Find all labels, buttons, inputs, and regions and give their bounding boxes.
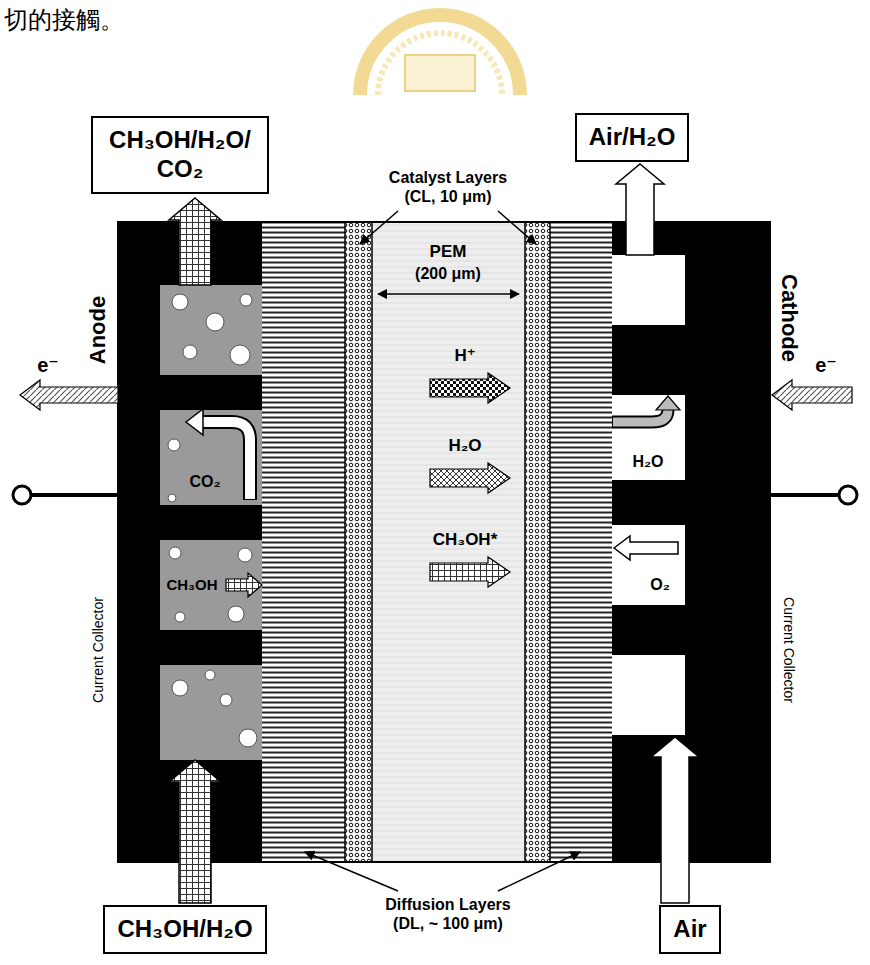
- watermark-plate: [405, 55, 475, 91]
- leader-line: [305, 852, 398, 891]
- part-label: Anode: [85, 296, 111, 364]
- box-text: Air: [673, 915, 706, 944]
- flow-box: Air/H₂O: [575, 113, 690, 162]
- watermark-arc: [378, 33, 502, 95]
- layer-border: [549, 222, 551, 862]
- cathode-catalyst-layer: [525, 222, 550, 862]
- part-label: 切的接觸。: [4, 6, 124, 34]
- flow-box: Air: [659, 905, 720, 954]
- layer-border: [371, 222, 373, 862]
- flow-box: CH₃OH/H₂O: [103, 905, 266, 954]
- part-label: Cathode: [776, 274, 802, 362]
- flow-channel: [612, 395, 685, 480]
- part-label: PEM: [430, 242, 467, 262]
- flow-channel: [160, 665, 262, 760]
- anode-inlet-arrow: [169, 760, 221, 903]
- part-label: e⁻: [815, 354, 837, 378]
- bubble: [169, 547, 181, 559]
- part-label: CH₃OH*: [433, 530, 498, 550]
- terminal: [13, 486, 31, 504]
- part-label: CH₃OH: [166, 576, 217, 594]
- part-label: H₂O: [448, 436, 481, 456]
- wire: [770, 493, 839, 497]
- crossover-arrow: [430, 557, 510, 587]
- methanol-arrow: [226, 573, 262, 597]
- bubble: [206, 313, 224, 331]
- flow-channel: [612, 525, 685, 605]
- box-text: CH₃OH/H₂O: [117, 915, 252, 944]
- bubble: [230, 345, 250, 365]
- flow-channel: [612, 655, 685, 735]
- bubble: [240, 294, 252, 306]
- cathode-channels: [612, 255, 685, 735]
- terminal: [839, 486, 857, 504]
- electron-arrow: [772, 380, 852, 410]
- bubble: [220, 694, 232, 706]
- bubble: [238, 548, 252, 562]
- bubble: [172, 294, 188, 310]
- electron-arrow: [20, 380, 118, 410]
- flow-channel: [160, 410, 262, 505]
- cathode-diffusion-layer: [550, 222, 612, 862]
- part-label: Current Collector: [90, 597, 107, 703]
- anode-outlet-arrow: [169, 198, 221, 285]
- flow-channel: [160, 540, 262, 630]
- flow-channel: [612, 255, 685, 325]
- anode-catalyst-layer: [345, 222, 372, 862]
- watermark-arc: [360, 15, 520, 95]
- part-label: H₂O: [632, 453, 663, 472]
- part-label: CO₂: [189, 473, 220, 492]
- box-text: CH₃OH/H₂O/ CO₂: [105, 126, 255, 184]
- bubble: [239, 729, 257, 747]
- leader-line: [498, 852, 580, 891]
- cathode-current-collector: [612, 222, 770, 862]
- part-label: H⁺: [454, 346, 475, 366]
- leader-line: [498, 211, 536, 244]
- water-arrow-head: [656, 396, 680, 410]
- membrane: [372, 222, 525, 862]
- part-label: O₂: [650, 576, 670, 595]
- bubble: [168, 494, 176, 502]
- flow-channel: [160, 285, 262, 375]
- bubble: [228, 606, 244, 622]
- leader-line: [360, 211, 398, 244]
- layer-border: [524, 222, 526, 862]
- bubble: [168, 439, 180, 451]
- anode-diffusion-layer: [262, 222, 345, 862]
- part-label: e⁻: [37, 354, 59, 378]
- co2-arrow-head: [186, 409, 203, 435]
- cathode-inlet-arrow: [651, 737, 699, 903]
- cathode-outlet-arrow: [616, 164, 664, 255]
- part-label: Catalyst Layers (CL, 10 μm): [373, 169, 523, 207]
- flow-box: CH₃OH/H₂O/ CO₂: [91, 116, 269, 194]
- bubble: [183, 345, 197, 359]
- bubble: [205, 670, 215, 680]
- part-label: Current Collector: [781, 597, 798, 703]
- wire: [31, 493, 118, 497]
- bubble: [172, 680, 188, 696]
- oxygen-arrow: [614, 536, 678, 560]
- co2-bubbles: [168, 294, 257, 747]
- part-label: (200 μm): [415, 265, 481, 284]
- box-text: Air/H₂O: [589, 123, 676, 152]
- proton-arrow: [430, 373, 510, 403]
- water-drag-arrow: [430, 463, 510, 493]
- layer-border: [344, 222, 346, 862]
- watermark-logo: [360, 15, 520, 95]
- bubble: [175, 612, 185, 622]
- dimension-arrow: [378, 293, 519, 295]
- part-label: Diffusion Layers (DL, ~ 100 μm): [373, 896, 523, 934]
- anode-channels: [160, 285, 262, 760]
